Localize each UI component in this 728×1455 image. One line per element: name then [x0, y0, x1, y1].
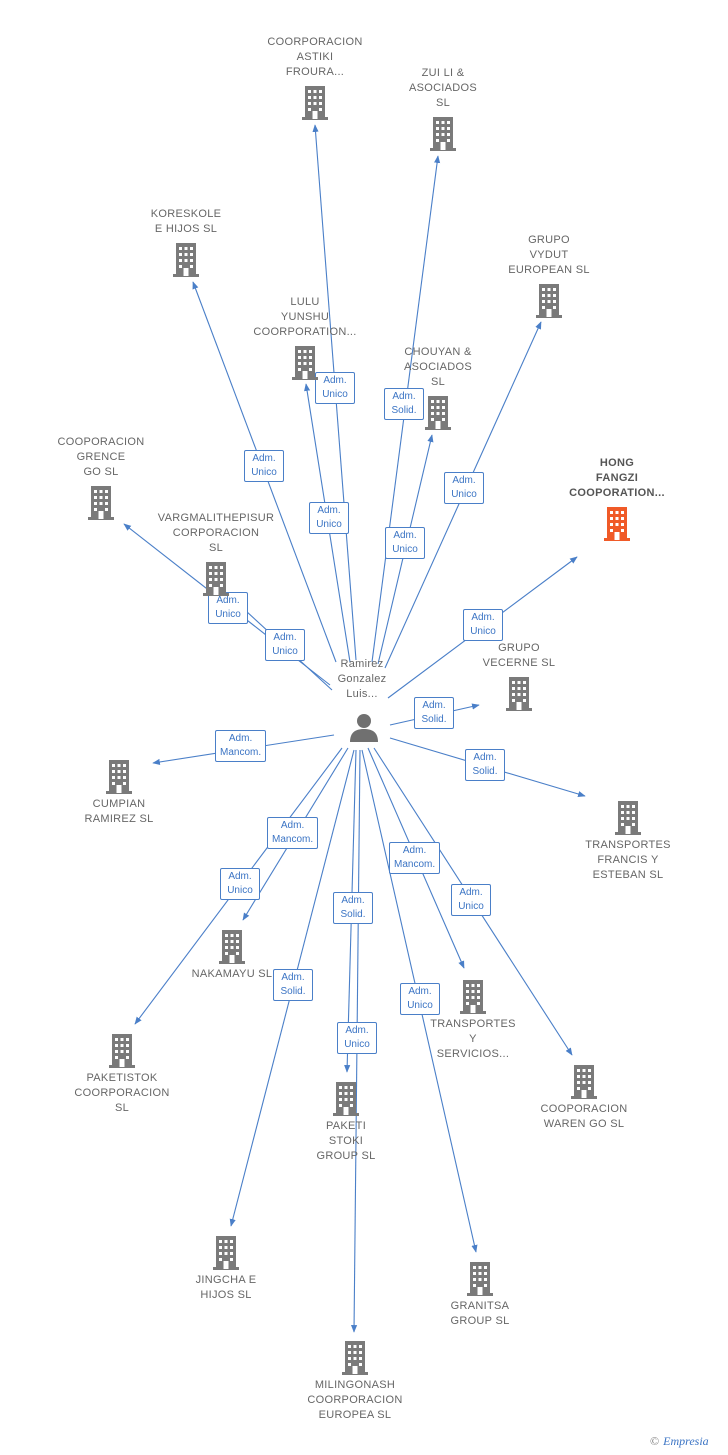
company-name[interactable]: KORESKOLE E HIJOS SL — [150, 208, 222, 235]
building-icon[interactable] — [425, 115, 461, 151]
building-icon[interactable] — [420, 394, 456, 430]
building-icon[interactable] — [599, 505, 635, 541]
edge-role-label[interactable]: Adm. Solid. — [465, 749, 505, 781]
building-icon[interactable] — [168, 241, 204, 277]
company-name[interactable]: CHOUYAN & ASOCIADOS SL — [403, 346, 473, 388]
company-name[interactable]: PAKETISTOK COORPORACION SL — [74, 1072, 170, 1114]
person-name[interactable]: Ramirez Gonzalez Luis... — [337, 658, 387, 700]
company-name[interactable]: VARGMALITHEPISUR CORPORACION SL — [157, 512, 275, 554]
building-icon[interactable] — [208, 1234, 244, 1270]
company-name[interactable]: MILINGONASH COORPORACION EUROPEA SL — [307, 1379, 403, 1421]
edge-role-label[interactable]: Adm. Unico — [220, 868, 260, 900]
company-name[interactable]: TRANSPORTES FRANCIS Y ESTEBAN SL — [585, 839, 671, 881]
person-icon[interactable] — [346, 710, 382, 746]
building-icon[interactable] — [610, 799, 646, 835]
company-name[interactable]: LULU YUNSHU COORPORATION... — [253, 296, 357, 338]
building-icon[interactable] — [566, 1063, 602, 1099]
building-icon[interactable] — [104, 1032, 140, 1068]
edge-role-label[interactable]: Adm. Mancom. — [389, 842, 441, 874]
edge-role-label[interactable]: Adm. Solid. — [414, 697, 454, 729]
company-name[interactable]: HONG FANGZI COOPORATION... — [569, 457, 665, 499]
building-icon[interactable] — [83, 484, 119, 520]
brand-name: Empresia — [663, 1434, 709, 1448]
building-icon[interactable] — [531, 282, 567, 318]
company-name[interactable]: CUMPIAN RAMIREZ SL — [84, 798, 154, 825]
edge-role-label[interactable]: Adm. Unico — [385, 527, 425, 559]
edge-role-label[interactable]: Adm. Mancom. — [215, 730, 267, 762]
edge-role-label[interactable]: Adm. Unico — [244, 450, 284, 482]
edge-role-label[interactable]: Adm. Unico — [463, 609, 503, 641]
edge-role-label[interactable]: Adm. Solid. — [384, 388, 424, 420]
company-name[interactable]: NAKAMAYU SL — [191, 968, 273, 980]
copyright-symbol: © — [650, 1434, 660, 1448]
company-name[interactable]: GRUPO VECERNE SL — [482, 642, 556, 669]
edge-role-label[interactable]: Adm. Unico — [400, 983, 440, 1015]
building-icon[interactable] — [214, 928, 250, 964]
building-icon[interactable] — [198, 560, 234, 596]
edge-role-label[interactable]: Adm. Mancom. — [267, 817, 319, 849]
edge-role-label[interactable]: Adm. Unico — [208, 592, 248, 624]
building-icon[interactable] — [455, 978, 491, 1014]
company-name[interactable]: GRUPO VYDUT EUROPEAN SL — [508, 234, 590, 276]
edge-role-label[interactable]: Adm. Solid. — [333, 892, 373, 924]
building-icon[interactable] — [287, 344, 323, 380]
building-icon[interactable] — [297, 84, 333, 120]
edge-role-label[interactable]: Adm. Unico — [265, 629, 305, 661]
building-icon[interactable] — [101, 758, 137, 794]
building-icon[interactable] — [328, 1080, 364, 1116]
company-name[interactable]: GRANITSA GROUP SL — [450, 1300, 510, 1327]
edge-role-label[interactable]: Adm. Unico — [315, 372, 355, 404]
company-name[interactable]: ZUI LI & ASOCIADOS SL — [408, 67, 478, 109]
company-name[interactable]: COOPORACION WAREN GO SL — [540, 1103, 628, 1130]
company-name[interactable]: JINGCHA E HIJOS SL — [195, 1274, 257, 1301]
edge-role-label[interactable]: Adm. Unico — [444, 472, 484, 504]
edge-role-label[interactable]: Adm. Unico — [309, 502, 349, 534]
edge-role-label[interactable]: Adm. Unico — [451, 884, 491, 916]
edge-role-label[interactable]: Adm. Solid. — [273, 969, 313, 1001]
company-name[interactable]: COOPORACION GRENCE GO SL — [57, 436, 145, 478]
brand-footer[interactable]: ©Empresia — [650, 1434, 709, 1449]
building-icon[interactable] — [462, 1260, 498, 1296]
company-name[interactable]: TRANSPORTES Y SERVICIOS... — [430, 1018, 516, 1060]
company-name[interactable]: PAKETI STOKI GROUP SL — [316, 1120, 376, 1162]
edge-role-label[interactable]: Adm. Unico — [337, 1022, 377, 1054]
company-name[interactable]: COORPORACION ASTIKI FROURA... — [267, 36, 363, 78]
building-icon[interactable] — [337, 1339, 373, 1375]
building-icon[interactable] — [501, 675, 537, 711]
